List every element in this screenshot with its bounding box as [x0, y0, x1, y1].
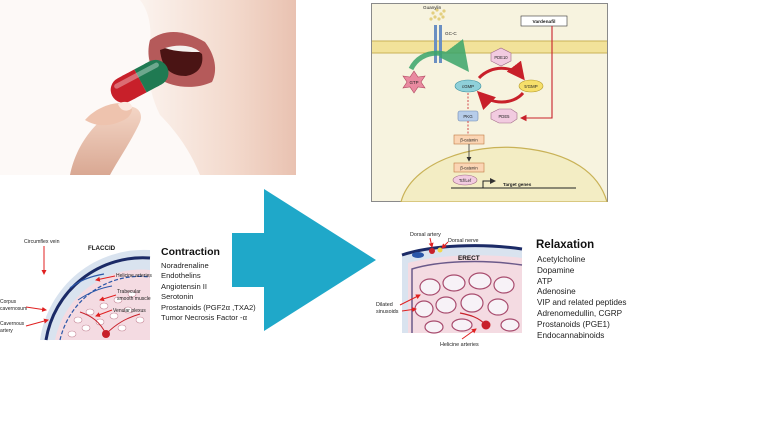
list-item: Acetylcholine — [537, 255, 586, 264]
gtp-node — [402, 70, 426, 94]
list-item: Dopamine — [537, 265, 575, 275]
list-item: Angiotensin II — [161, 281, 208, 291]
degradation-arrow-bottom — [476, 90, 525, 110]
list-item: Noradrenaline — [161, 261, 209, 270]
gc-c-conversion-arrow — [408, 39, 470, 72]
pde10-label: PDE10 — [494, 55, 508, 60]
erect-section — [401, 244, 523, 334]
helicine-arteries-label: Helicine arteries — [116, 273, 152, 279]
capsule — [110, 59, 169, 103]
list-item: Serotonin — [161, 292, 194, 302]
flaccid-section — [40, 249, 151, 341]
erect-label: ERECT — [458, 255, 480, 262]
flaccid-label: FLACCID — [88, 245, 116, 252]
list-item: Prostanoids (PGF2α ,TXA2) — [161, 302, 256, 312]
cgmp-label: cGMP — [462, 84, 474, 89]
cgmp-node — [454, 79, 482, 93]
contraction-list: Noradrenaline Endothelins Angiotensin II… — [161, 261, 256, 323]
gtp-label: GTP — [409, 80, 418, 85]
list-item: ATP — [537, 276, 553, 286]
list-item: Endothelins — [161, 271, 201, 281]
contraction-title: Contraction — [161, 246, 220, 258]
pkg-label: PKG — [463, 114, 473, 119]
list-item: Tumor Necrosis Factor -α — [161, 313, 247, 323]
vardenafil-box — [520, 15, 568, 27]
5gmp-node — [518, 79, 544, 93]
cavernous-label-2: artery — [0, 328, 13, 334]
cell-membrane — [372, 41, 607, 53]
tcf-lef-node — [452, 174, 478, 186]
dorsal-nerve-label: Dorsal nerve — [448, 238, 479, 244]
trabecular-label-1: Trabecular — [117, 289, 141, 295]
trabecular-label-2: smooth muscle — [117, 296, 151, 302]
dilated-label-2: sinusoids — [376, 309, 399, 315]
flaccid-diagram: Circumflex vein FLACCID Helicine arterie… — [0, 239, 152, 341]
circumflex-vein-label: Circumflex vein — [24, 239, 60, 245]
transition-arrow — [232, 189, 376, 331]
corpus-label-2: cavernosum — [0, 306, 27, 312]
tcf-label: Tcf/Lef — [459, 178, 472, 183]
beta-catenin-1-label: β-catenin — [460, 138, 478, 143]
dilated-label-1: Dilated — [376, 302, 393, 308]
pde5-node — [490, 108, 518, 124]
pathway-diagram: Guanylin GC-C Vardenafil GTP cGMP PDE10 … — [371, 3, 608, 202]
cavernous-label-1: Cavernous — [0, 321, 25, 327]
venular-plexus-label: Venular plexus — [113, 308, 146, 314]
degradation-arrow-top — [477, 60, 525, 81]
guanylin-label: Guanylin — [423, 5, 442, 10]
relaxation-list: Acetylcholine Dopamine ATP Adenosine VIP… — [537, 255, 627, 341]
list-item: VIP and related peptides — [537, 298, 627, 308]
list-item: Adenosine — [537, 287, 576, 297]
vardenafil-label: Vardenafil — [533, 19, 556, 25]
fingers — [70, 101, 141, 175]
5gmp-label: 5'GMP — [524, 84, 537, 89]
corpus-label-1: Corpus — [0, 299, 17, 305]
guanylin-ligand — [429, 8, 446, 21]
dorsal-artery-label: Dorsal artery — [410, 232, 441, 238]
list-item: Adrenomedullin, CGRP — [537, 308, 623, 318]
helicine-arteries-erect-label: Helicine arteries — [440, 342, 479, 348]
gc-c-label: GC-C — [445, 31, 457, 36]
target-genes-label: Target genes — [503, 182, 532, 187]
erect-diagram: Dorsal artery Dorsal nerve ERECT Dilated… — [376, 232, 523, 348]
pill-photo — [0, 0, 296, 175]
beta-catenin-nucleus — [453, 162, 485, 173]
beta-catenin-2-label: β-catenin — [460, 166, 478, 171]
list-item: Endocannabinoids — [537, 330, 605, 340]
relaxation-title: Relaxation — [536, 239, 595, 251]
vardenafil-inhibition — [519, 26, 553, 122]
pde5-label: PDE5 — [499, 114, 511, 119]
list-item: Prostanoids (PGE1) — [537, 319, 610, 329]
